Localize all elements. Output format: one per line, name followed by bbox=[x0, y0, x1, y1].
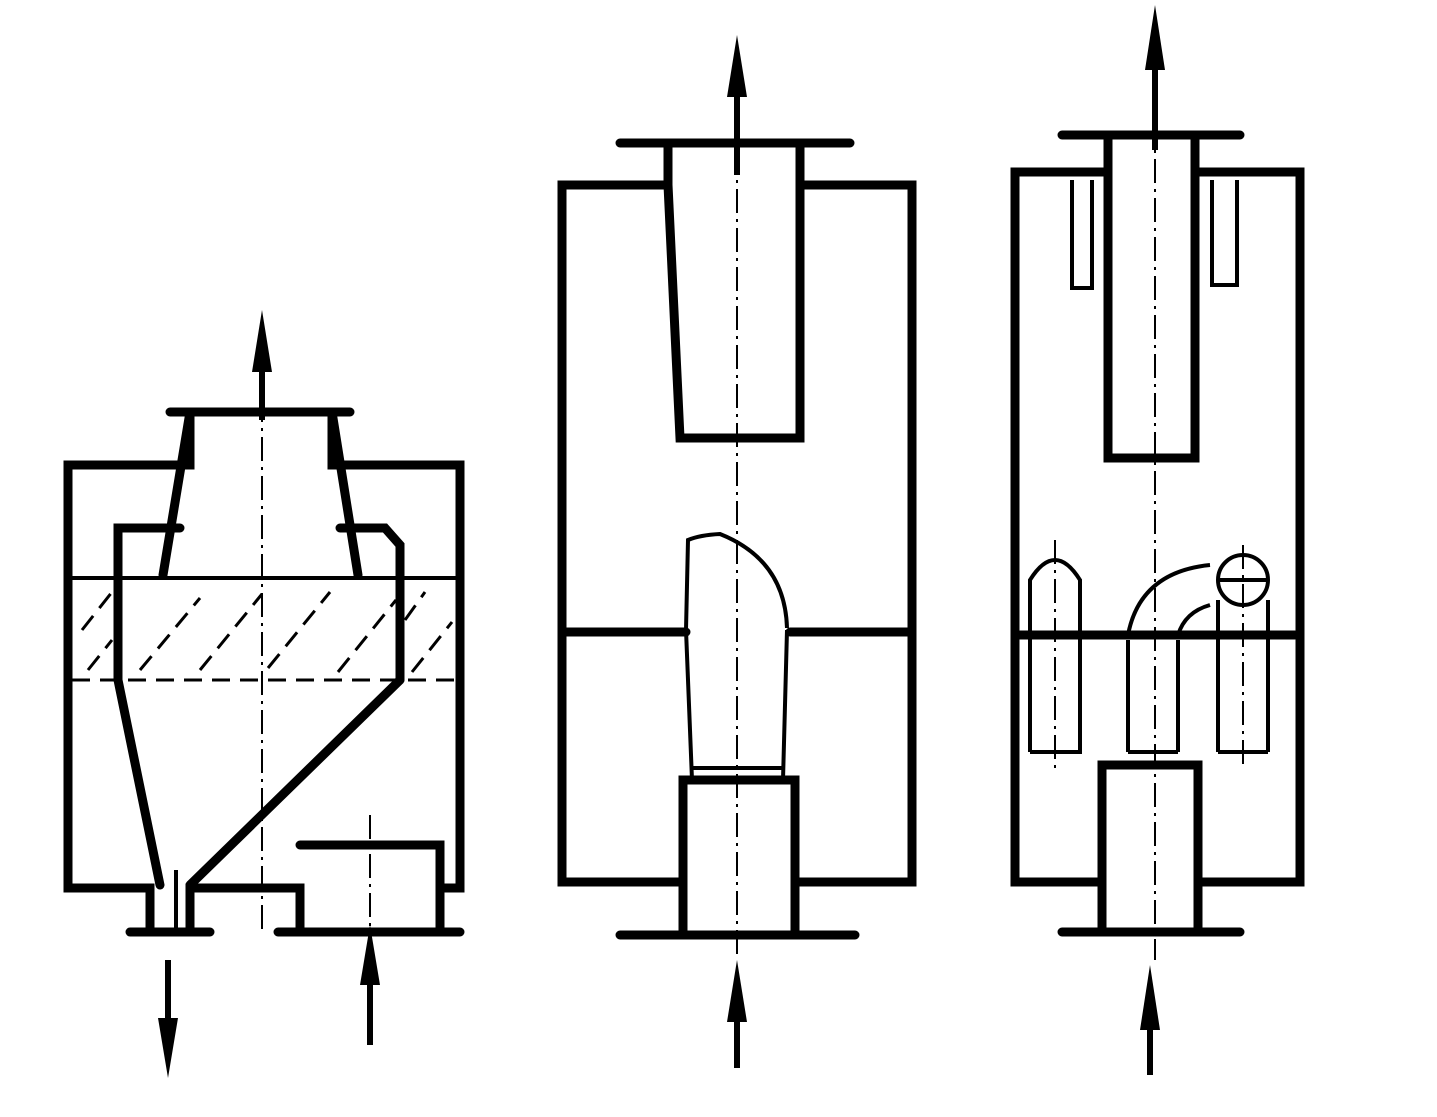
outlet-arrow-up-icon bbox=[252, 310, 272, 420]
figure-middle-separator bbox=[557, 35, 917, 1068]
filter-hatching bbox=[80, 591, 454, 673]
inlet-arrow-up-icon bbox=[360, 925, 380, 1045]
bottom-arrow-up-icon bbox=[727, 960, 747, 1068]
top-arrow-up-icon bbox=[1145, 5, 1165, 150]
bottom-arrow-up-icon bbox=[1140, 965, 1160, 1075]
figure-right-separator bbox=[1010, 5, 1305, 1075]
outlet-arrow-down-icon bbox=[158, 960, 178, 1078]
top-arrow-up-icon bbox=[727, 35, 747, 175]
figure-left-separator bbox=[63, 310, 465, 1078]
